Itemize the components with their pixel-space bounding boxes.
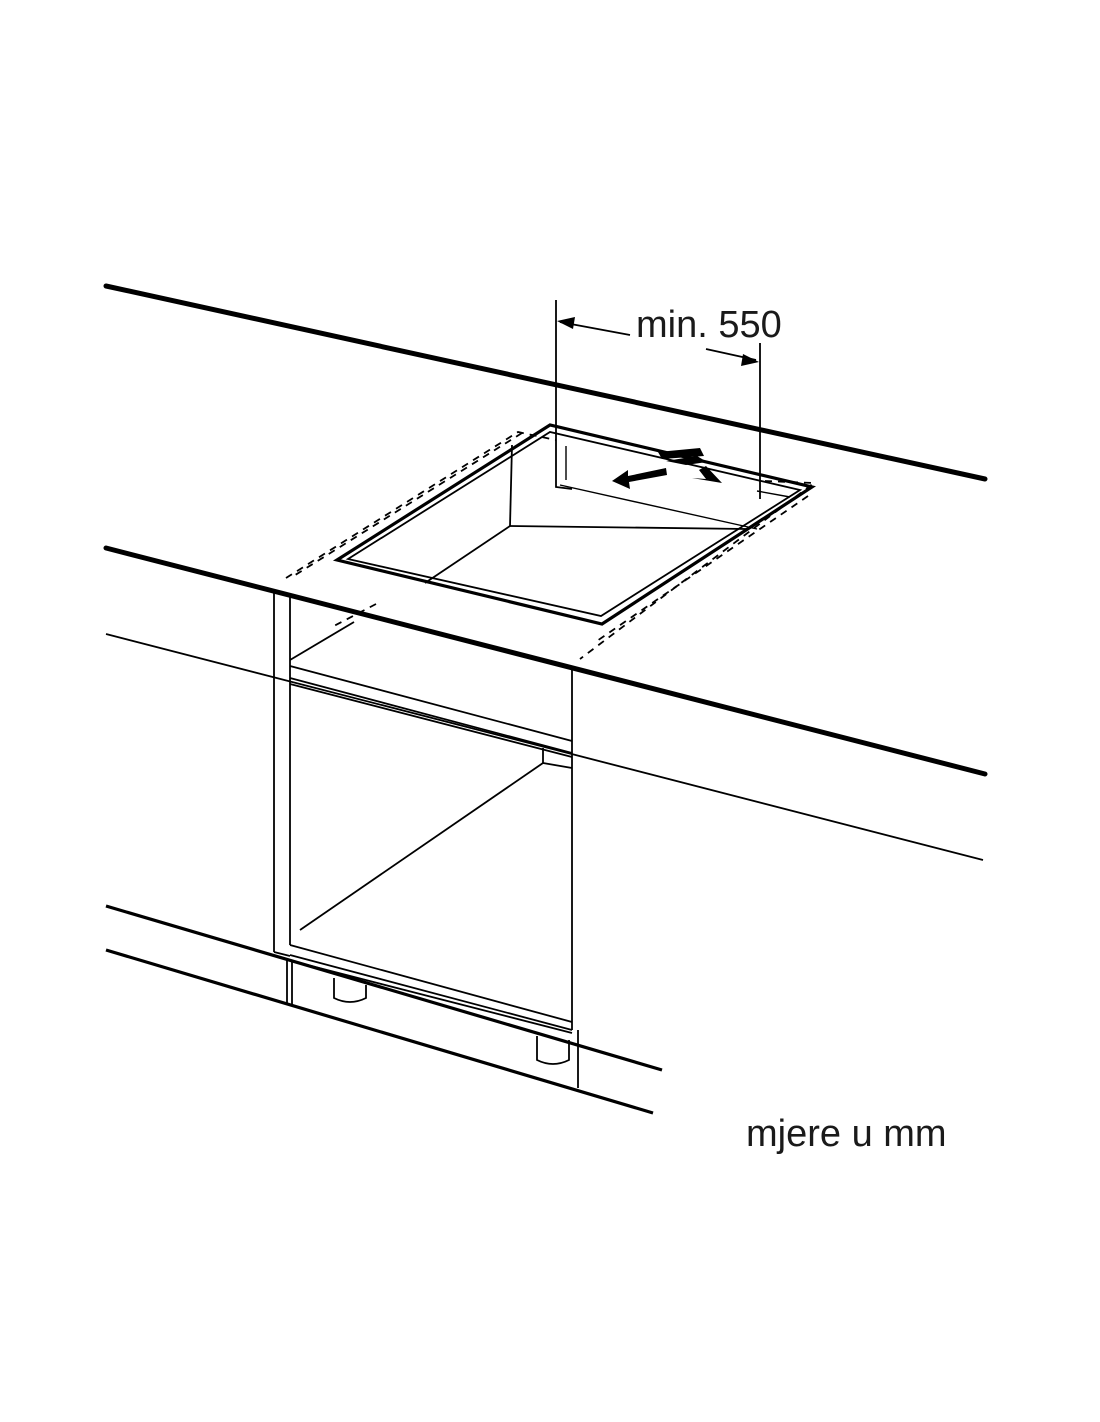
- units-note: mjere u mm: [746, 1113, 947, 1155]
- dimension-label: min. 550: [636, 304, 782, 346]
- cutout-rim: [332, 423, 816, 626]
- countertop-front-top-edge: [103, 545, 988, 777]
- airflow-arrow-icon: [612, 448, 722, 489]
- base-cabinet: [273, 591, 579, 1088]
- floor-line: [105, 948, 654, 1115]
- floor-plinth: [105, 904, 663, 1115]
- cabinet-foot-back: [333, 978, 367, 1003]
- dimension-min-550: min. 550: [555, 300, 782, 499]
- countertop-cutout: [332, 423, 816, 626]
- countertop-front-bottom-edge: [105, 633, 984, 861]
- countertop: [103, 283, 988, 861]
- dimension-arrowhead-right: [741, 354, 759, 366]
- cabinet-feet: [286, 960, 570, 1065]
- countertop-back-edge: [103, 283, 988, 482]
- hob-outline-dashed: [285, 431, 817, 660]
- dimension-arrowhead-left: [557, 317, 575, 329]
- plinth-top-line: [105, 904, 663, 1072]
- cabinet-foot-front: [536, 1036, 570, 1065]
